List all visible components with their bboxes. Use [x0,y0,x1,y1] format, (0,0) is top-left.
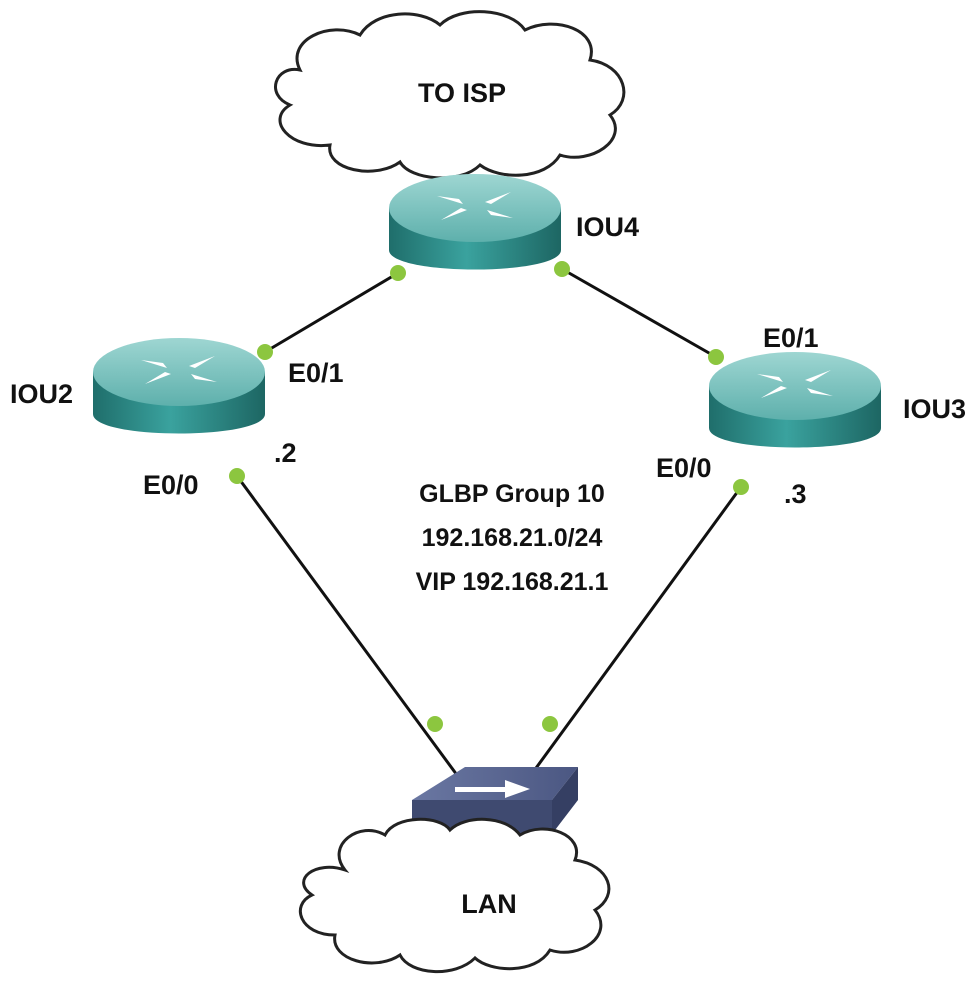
cloud-isp: TO ISP [274,10,626,180]
port-dot [229,468,245,484]
iou2-e00-label: E0/0 [143,470,199,500]
link-iou2-switch [235,475,470,791]
port-dots [229,261,749,732]
cloud-lan: LAN [299,817,611,973]
glbp-group-label: GLBP Group 10 [419,480,605,508]
iou3-ip-label: .3 [784,479,807,509]
router-iou3-label: IOU3 [903,394,966,424]
port-dot [554,261,570,277]
port-dot [390,265,406,281]
port-dot [733,479,749,495]
link-iou4-iou3 [561,267,717,359]
links [235,267,743,791]
iou2-e01-label: E0/1 [288,358,344,388]
iou3-e01-label: E0/1 [763,323,819,353]
router-iou3[interactable] [709,352,881,448]
glbp-vip-label: VIP 192.168.21.1 [416,568,609,596]
port-dot [257,344,273,360]
glbp-info: GLBP Group 10 192.168.21.0/24 VIP 192.16… [416,480,609,596]
port-dot [542,716,558,732]
cloud-isp-label: TO ISP [418,78,506,108]
port-dot [427,716,443,732]
cloud-lan-label: LAN [461,889,517,919]
switch-lan[interactable] [412,767,578,834]
switch-arrow-icon [455,780,530,798]
router-iou2[interactable] [93,338,265,434]
iou3-e00-label: E0/0 [656,453,712,483]
router-iou2-label: IOU2 [10,379,73,409]
link-iou4-iou2 [264,271,399,354]
router-iou4-label: IOU4 [576,212,639,242]
glbp-subnet-label: 192.168.21.0/24 [422,524,603,552]
port-dot [708,349,724,365]
router-iou4[interactable] [389,174,561,270]
iou2-ip-label: .2 [274,438,297,468]
link-iou3-switch [518,486,743,791]
